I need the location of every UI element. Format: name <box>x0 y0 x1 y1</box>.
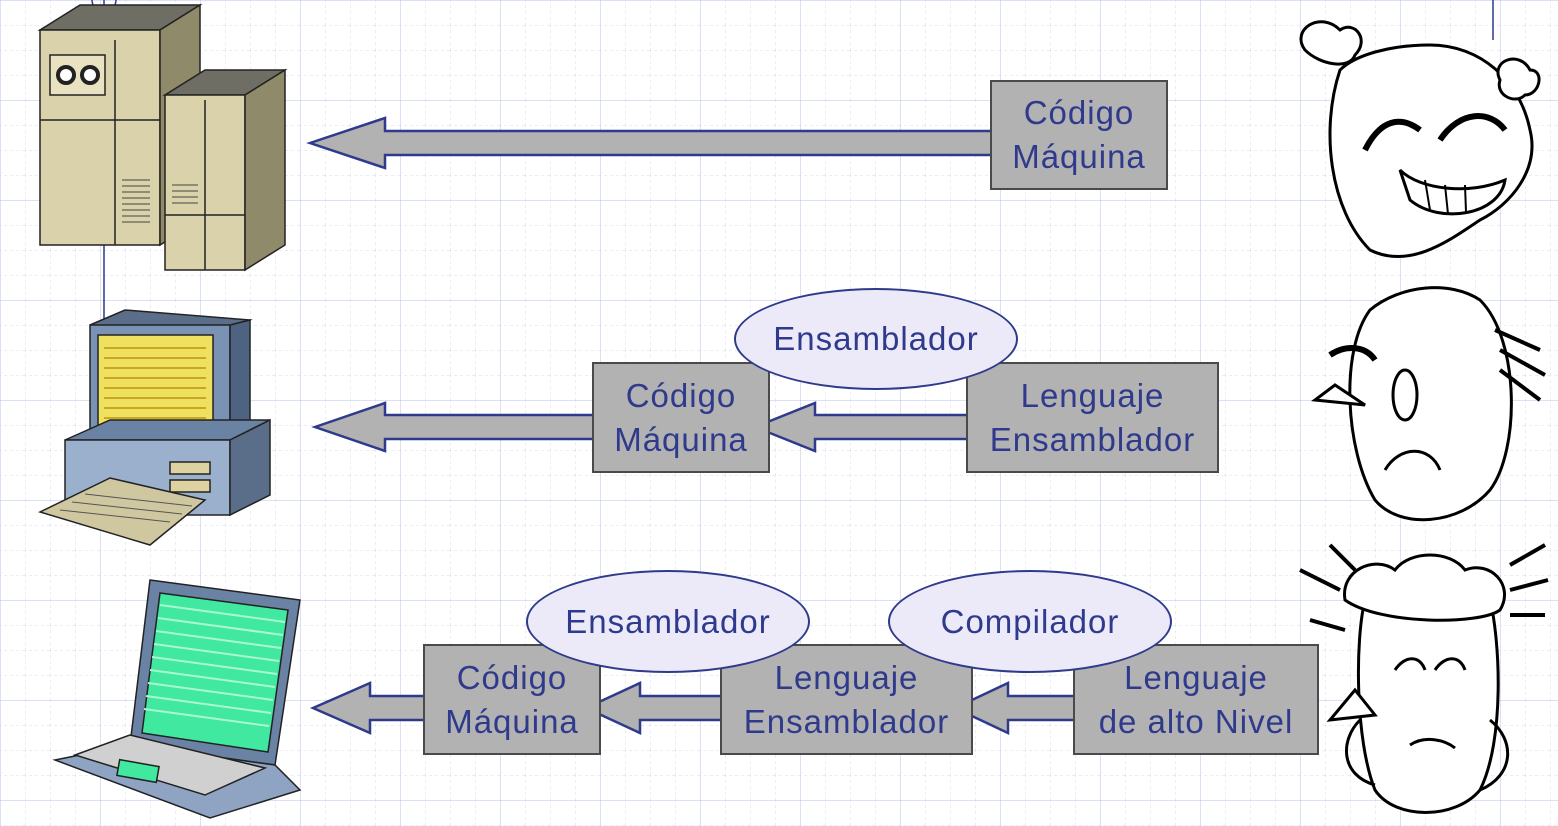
surprised-face-icon <box>1299 543 1549 814</box>
row2-machine-code-box: Código Máquina <box>592 362 770 473</box>
sad-face-icon <box>1311 286 1546 522</box>
row2-assembly-language-box: Lenguaje Ensamblador <box>966 362 1219 473</box>
box-label-line1: Código <box>625 376 737 414</box>
row3-assembler-ellipse: Ensamblador <box>526 570 810 673</box>
translator-label: Ensamblador <box>565 602 771 640</box>
row2-assembler-ellipse: Ensamblador <box>734 288 1018 390</box>
box-label-line1: Código <box>1023 94 1135 131</box>
box-label-line1: Código <box>456 658 568 696</box>
box-label-line1: Lenguaje <box>1020 376 1165 414</box>
translator-label: Ensamblador <box>773 320 979 357</box>
mainframe-icon <box>37 3 288 272</box>
box-label-line2: Ensamblador <box>989 420 1196 458</box>
box-label-line1: Lenguaje <box>1124 658 1268 696</box>
row3-assembly-language-box: Lenguaje Ensamblador <box>720 644 973 755</box>
row3-machine-code-box: Código Máquina <box>423 644 601 755</box>
desktop-pc-icon <box>37 309 271 546</box>
angry-face-icon <box>1299 20 1541 259</box>
row3-compiler-ellipse: Compilador <box>888 570 1172 673</box>
laptop-icon <box>52 579 302 819</box>
box-label-line2: Ensamblador <box>743 702 950 740</box>
translator-label: Compilador <box>940 602 1120 640</box>
box-label-line2: de alto Nivel <box>1098 702 1294 740</box>
box-label-line2: Máquina <box>1012 138 1146 175</box>
box-label-line2: Máquina <box>445 702 579 740</box>
box-label-line2: Máquina <box>614 420 748 458</box>
box-label-line1: Lenguaje <box>774 658 919 696</box>
row1-machine-code-box: Código Máquina <box>990 80 1168 190</box>
